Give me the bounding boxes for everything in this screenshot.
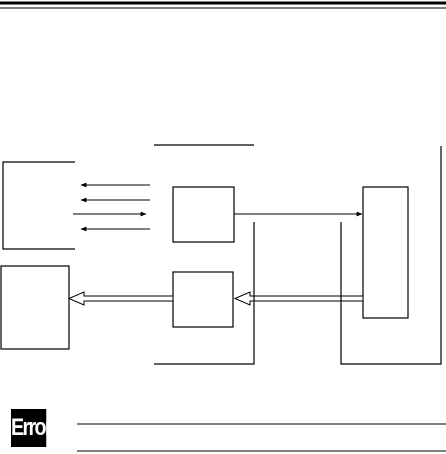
right-box (362, 186, 409, 319)
left-upper-box (2, 161, 75, 250)
center-lower-box (172, 271, 234, 328)
center-upper-box (172, 186, 235, 243)
error-icon: Error (11, 409, 53, 447)
hollow-arrow-right-to-center (233, 291, 364, 306)
left-lower-box (0, 265, 70, 350)
header-rule (0, 1, 446, 9)
divider-right (340, 146, 442, 365)
divider-left (154, 222, 255, 365)
hollow-arrow-center-to-left (67, 291, 174, 306)
